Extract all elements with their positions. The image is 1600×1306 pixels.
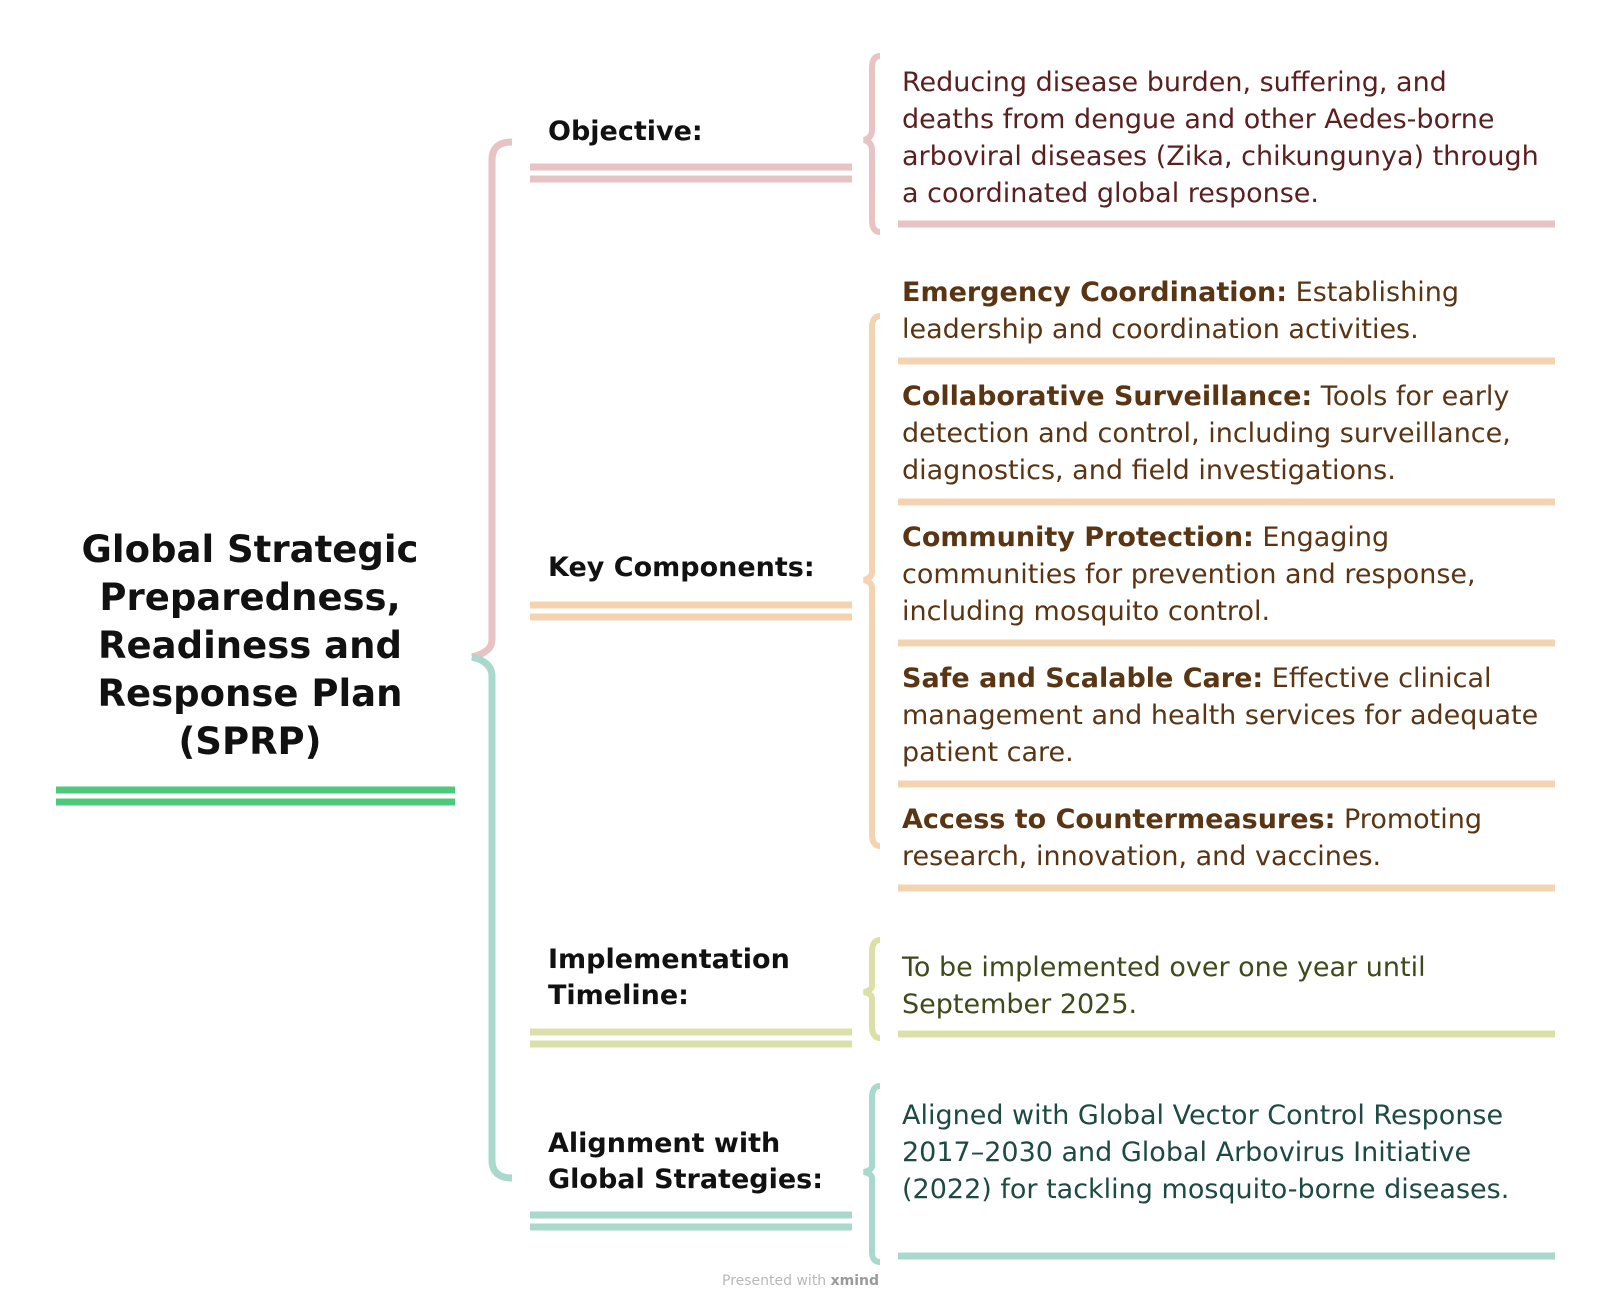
- footer-credit: Presented with xmind: [722, 1273, 879, 1289]
- objective-detail[interactable]: Reducing disease burden, suffering, and …: [902, 67, 1539, 209]
- key-component-text: Effective clinical management and health…: [902, 663, 1539, 768]
- key-component-title: Access to Countermeasures:: [902, 804, 1336, 835]
- root-underline: [56, 786, 455, 806]
- timeline-detail[interactable]: To be implemented over one year until Se…: [902, 952, 1426, 1020]
- root-topic[interactable]: Global Strategic Preparedness, Readiness…: [60, 526, 440, 766]
- key-component-title: Emergency Coordination:: [902, 277, 1288, 308]
- key-component-text: Tools for early detection and control, i…: [902, 381, 1511, 486]
- branch-objective[interactable]: Objective:: [548, 116, 703, 147]
- branch-label-line: Global Strategies:: [548, 1164, 824, 1195]
- key-component-text: Engaging communities for prevention and …: [902, 522, 1476, 627]
- key-component-item[interactable]: Safe and Scalable Care: Effective clinic…: [902, 660, 1542, 771]
- timeline-underline: [530, 1028, 852, 1048]
- key-component-item[interactable]: Emergency Coordination: Establishing lea…: [902, 274, 1542, 348]
- alignment-underline: [530, 1211, 852, 1231]
- root-line: Global Strategic: [81, 528, 419, 571]
- footer-prefix: Presented with: [722, 1273, 831, 1289]
- branch-key-components[interactable]: Key Components:: [548, 552, 815, 583]
- key-components-underline: [530, 601, 852, 621]
- key-component-title: Community Protection:: [902, 522, 1254, 553]
- branch-implementation-timeline[interactable]: Implementation Timeline:: [548, 942, 790, 1014]
- key-components-bracket: [863, 313, 881, 849]
- root-line: Response Plan: [97, 672, 403, 715]
- branch-alignment[interactable]: Alignment with Global Strategies:: [548, 1126, 823, 1198]
- root-line: Readiness and: [98, 624, 402, 667]
- objective-underline: [530, 163, 852, 183]
- main-brace-upper: [471, 138, 513, 661]
- key-component-item[interactable]: Access to Countermeasures: Promoting res…: [902, 801, 1542, 875]
- key-component-item[interactable]: Collaborative Surveillance: Tools for ea…: [902, 378, 1542, 489]
- xmind-logo: xmind: [830, 1273, 880, 1289]
- alignment-detail[interactable]: Aligned with Global Vector Control Respo…: [902, 1100, 1510, 1205]
- key-component-item[interactable]: Community Protection: Engaging communiti…: [902, 519, 1542, 630]
- key-component-text: Establishing leadership and coordination…: [902, 277, 1459, 345]
- key-components-item-underlines: [898, 357, 1555, 892]
- alignment-bracket: [863, 1083, 881, 1265]
- branch-label-line: Implementation: [548, 944, 790, 975]
- key-component-text: Promoting research, innovation, and vacc…: [902, 804, 1482, 872]
- root-line: Preparedness,: [99, 576, 401, 619]
- main-brace-lower: [471, 653, 513, 1182]
- key-component-title: Safe and Scalable Care:: [902, 663, 1264, 694]
- timeline-bracket: [863, 937, 881, 1041]
- root-line: (SPRP): [178, 720, 322, 763]
- key-component-title: Collaborative Surveillance:: [902, 381, 1313, 412]
- branch-label-line: Timeline:: [548, 980, 689, 1011]
- objective-bracket: [863, 53, 881, 235]
- branch-label-line: Alignment with: [548, 1128, 781, 1159]
